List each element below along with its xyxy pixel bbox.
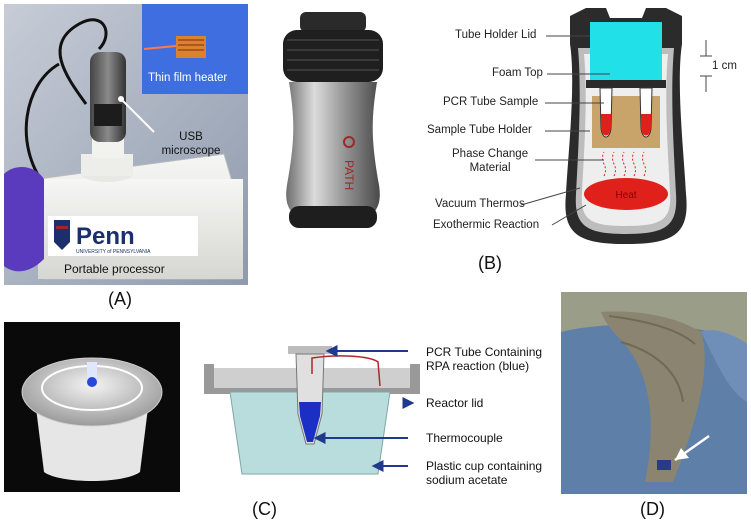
microscope-label-line1: USB: [179, 131, 203, 143]
shirt-shoulder-highlight: [701, 330, 747, 402]
usb-cable-2: [24, 62, 60, 185]
heater-wire: [143, 45, 177, 50]
label-exothermic-reaction: Exothermic Reaction: [433, 219, 540, 231]
label-plastic-cup: Plastic cup containing sodium acetate: [426, 459, 542, 487]
label-phase-change-line2: Material: [469, 162, 511, 174]
thermos-cap: [283, 30, 383, 82]
label-phase-change: Phase Change Material: [452, 147, 528, 175]
panel-b-thermos-photo: PATH: [275, 10, 390, 240]
shoulder-wrap: [601, 311, 705, 482]
heater-label: Thin film heater: [148, 72, 228, 84]
panel-c-diagram: [200, 344, 420, 484]
cross-section-illustration: Heat: [565, 8, 687, 244]
panel-c-photo: [4, 322, 180, 492]
panel-a-photo: Penn UNIVERSITY of PENNSYLVANIA Portable…: [4, 4, 248, 285]
penn-wordmark: Penn: [76, 223, 135, 250]
label-tube-holder-lid: Tube Holder Lid: [455, 29, 537, 41]
cap-grip-lines: [287, 39, 379, 71]
panel-b-cross-section: Heat: [556, 4, 696, 249]
heater-traces: [178, 39, 204, 51]
heat-waves-icon: [602, 151, 646, 177]
panel-b-label: (B): [478, 253, 502, 273]
label-scale: 1 cm: [712, 60, 737, 72]
label-pcr-tube-line2: RPA reaction (blue): [426, 359, 530, 373]
panel-c-label: (C): [252, 499, 277, 519]
cup-diagram-illustration: [204, 346, 420, 475]
label-foam-top: Foam Top: [492, 67, 543, 79]
thin-film-heater: [176, 36, 206, 58]
wrap-fold-1: [608, 315, 696, 345]
reactor-photo-illustration: [4, 322, 180, 492]
penn-logo-card: [48, 216, 198, 256]
microscope-label: USB microscope: [156, 130, 226, 158]
sample-tube-holder: [586, 80, 666, 88]
thermos-body: [286, 82, 380, 224]
purple-glove: [4, 167, 44, 272]
panel-d-photo: [561, 292, 747, 494]
device-under-wrap: [657, 460, 671, 470]
exothermic-heat: [584, 178, 668, 210]
label-sample-tube-holder: Sample Tube Holder: [427, 124, 532, 136]
thermos-cap-top: [300, 12, 366, 32]
pcr-tube-photo: [87, 362, 97, 386]
pcr-sample-left: [601, 114, 611, 136]
foam-top: [590, 22, 662, 80]
label-thermocouple: Thermocouple: [426, 431, 503, 445]
panel-a-label: (A): [108, 289, 132, 309]
panel-a-illustration: Penn UNIVERSITY of PENNSYLVANIA Portable…: [4, 4, 248, 285]
clear-lid: [21, 357, 163, 427]
penn-shield-stripe: [56, 226, 68, 229]
thermos-brand: PATH: [342, 160, 356, 190]
label-reactor-lid: Reactor lid: [426, 396, 484, 410]
pcr-sample-right: [641, 114, 651, 136]
thermocouple-wire: [311, 355, 381, 387]
label-pcr-tube: PCR Tube Containing RPA reaction (blue): [426, 345, 542, 373]
panel-d-label: (D): [640, 499, 665, 519]
label-plastic-cup-line2: sodium acetate: [426, 473, 508, 487]
microscope-leader-line: [120, 98, 155, 133]
label-pcr-tube-sample: PCR Tube Sample: [443, 96, 539, 108]
thermos-base: [289, 206, 377, 228]
usb-cable: [58, 18, 108, 105]
label-vacuum-thermos: Vacuum Thermos: [435, 198, 525, 210]
label-plastic-cup-line1: Plastic cup containing: [426, 459, 543, 473]
thermos-illustration: PATH: [283, 12, 383, 228]
heat-label: Heat: [615, 190, 636, 201]
pcr-tube-cap: [288, 346, 332, 354]
blue-sample-dot: [87, 377, 97, 387]
label-phase-change-line1: Phase Change: [452, 148, 529, 160]
microscope-leader-dot: [118, 96, 124, 102]
microscope-label-line2: microscope: [161, 145, 221, 157]
processor-label: Portable processor: [64, 262, 165, 276]
label-pcr-tube-line1: PCR Tube Containing: [426, 345, 543, 359]
penn-subtitle: UNIVERSITY of PENNSYLVANIA: [76, 249, 151, 255]
scope-base: [81, 154, 133, 176]
wrap-fold-2: [620, 341, 684, 403]
scope-window: [94, 104, 122, 126]
path-logo-icon: [343, 136, 355, 148]
shoulder-photo-illustration: [561, 292, 747, 494]
white-arrow-head: [675, 448, 689, 460]
